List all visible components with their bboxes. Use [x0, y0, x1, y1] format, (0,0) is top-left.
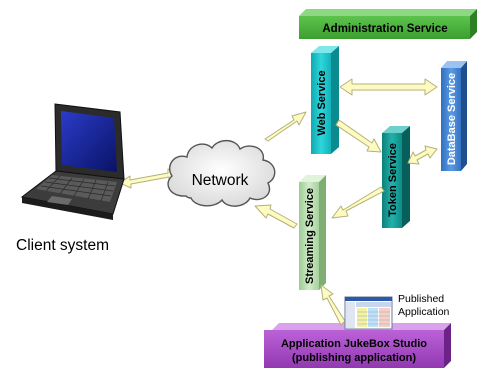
token-service-label: Token Service [387, 143, 399, 217]
arrow-token-database [407, 145, 438, 165]
laptop-icon [20, 103, 125, 220]
arrow-web-database [339, 78, 438, 96]
studio-subtitle: (publishing application) [292, 352, 416, 364]
network-label: Network [192, 172, 249, 189]
studio-title: Application JukeBox Studio [281, 338, 427, 350]
administration-service-box: Administration Service [299, 9, 477, 39]
screenshot-thumbnail-icon [344, 296, 393, 330]
database-service-box: DataBase Service [441, 61, 467, 171]
cloud-icon: Network [167, 139, 276, 207]
database-service-label: DataBase Service [446, 73, 458, 165]
arrow-studio-streaming [320, 284, 346, 326]
web-service-label: Web Service [316, 70, 328, 135]
published-application-line2: Application [398, 306, 450, 318]
arrow-streaming-network [254, 204, 298, 229]
studio-box: Application JukeBox Studio (publishing a… [264, 323, 451, 368]
arrow-web-token [335, 119, 382, 153]
arrow-network-web [264, 111, 307, 142]
web-service-box: Web Service [311, 46, 339, 154]
streaming-service-label: Streaming Service [304, 188, 316, 284]
client-system-label: Client system [16, 237, 109, 254]
arrow-token-streaming [331, 186, 385, 219]
administration-service-label: Administration Service [322, 23, 447, 35]
streaming-service-box: Streaming Service [299, 175, 326, 290]
token-service-box: Token Service [382, 126, 410, 228]
published-application-line1: Published [398, 293, 444, 305]
